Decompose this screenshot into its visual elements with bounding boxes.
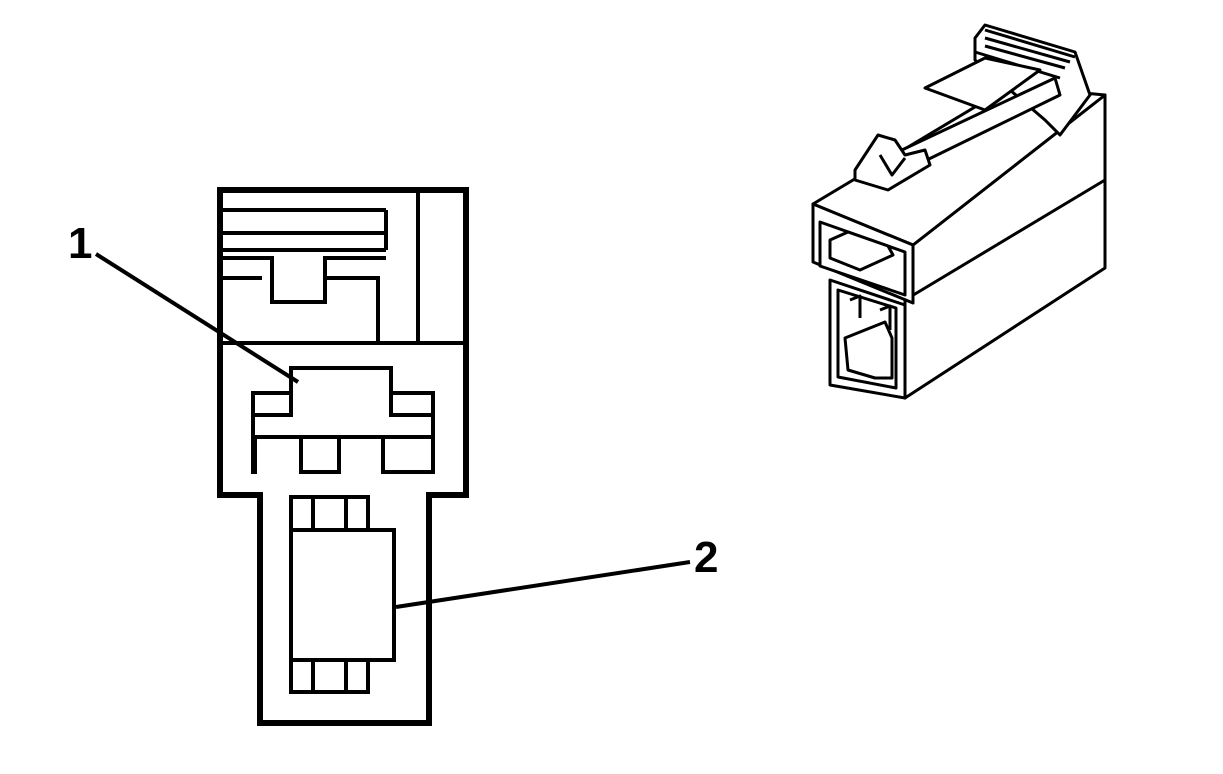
terminal-cavity-1 (251, 366, 435, 474)
iso-latch-hook (853, 133, 932, 192)
terminal-cavity-1-inner (253, 393, 433, 472)
iso-front-upper-terminal (828, 230, 895, 272)
terminal-cavity-2-inner (291, 497, 368, 692)
callout-1-label: 1 (68, 219, 92, 268)
connector-isometric-view (811, 23, 1107, 400)
callout-1-leader (94, 252, 300, 384)
iso-front-lower-terminal (843, 320, 894, 380)
iso-front-lower-detail (849, 294, 892, 330)
iso-latch-rail-lines (974, 28, 1076, 80)
connector-body-outline (217, 187, 469, 726)
connector-face-view (94, 187, 691, 726)
callout-2-label: 2 (694, 533, 718, 582)
iso-latch-pad (923, 56, 1042, 112)
terminal-cavity-2 (289, 495, 396, 694)
iso-latch-hook-detail (878, 154, 907, 177)
callout-2-leader (395, 560, 691, 609)
latch-tab (220, 248, 386, 343)
